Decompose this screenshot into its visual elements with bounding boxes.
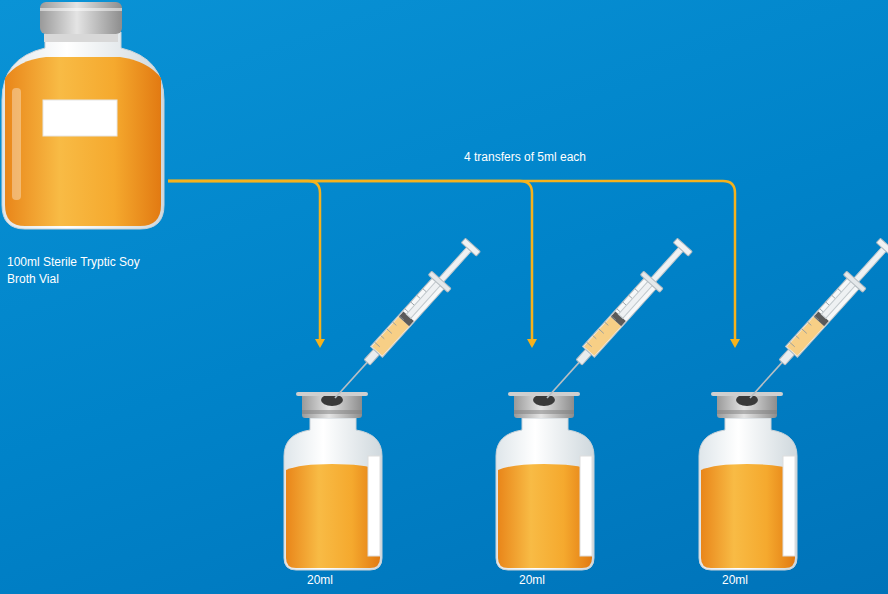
- transfer-arrow: [168, 181, 325, 348]
- syringe-symbol: [537, 236, 694, 406]
- transfer-arrow: [168, 181, 537, 348]
- transfer-note: 4 transfers of 5ml each: [400, 149, 650, 166]
- vial: 20ml: [472, 348, 602, 594]
- node-label: 100ml Sterile Tryptic Soy Broth Vial: [7, 254, 167, 288]
- syringe-symbol: [740, 236, 888, 406]
- vial: 20ml: [675, 348, 805, 594]
- stock-bottle: 100ml Sterile Tryptic Soy Broth Vial: [0, 0, 168, 300]
- vial-illustration: [260, 348, 390, 578]
- vial: 20ml: [260, 348, 390, 594]
- node-label: 20ml: [675, 572, 795, 589]
- syringe-symbol: [325, 236, 482, 406]
- transfer-arrow: [168, 181, 740, 348]
- vial-illustration: [472, 348, 602, 578]
- node-label: 20ml: [472, 572, 592, 589]
- bottle-illustration: [0, 0, 168, 232]
- node-label: 20ml: [260, 572, 380, 589]
- vial-illustration: [675, 348, 805, 578]
